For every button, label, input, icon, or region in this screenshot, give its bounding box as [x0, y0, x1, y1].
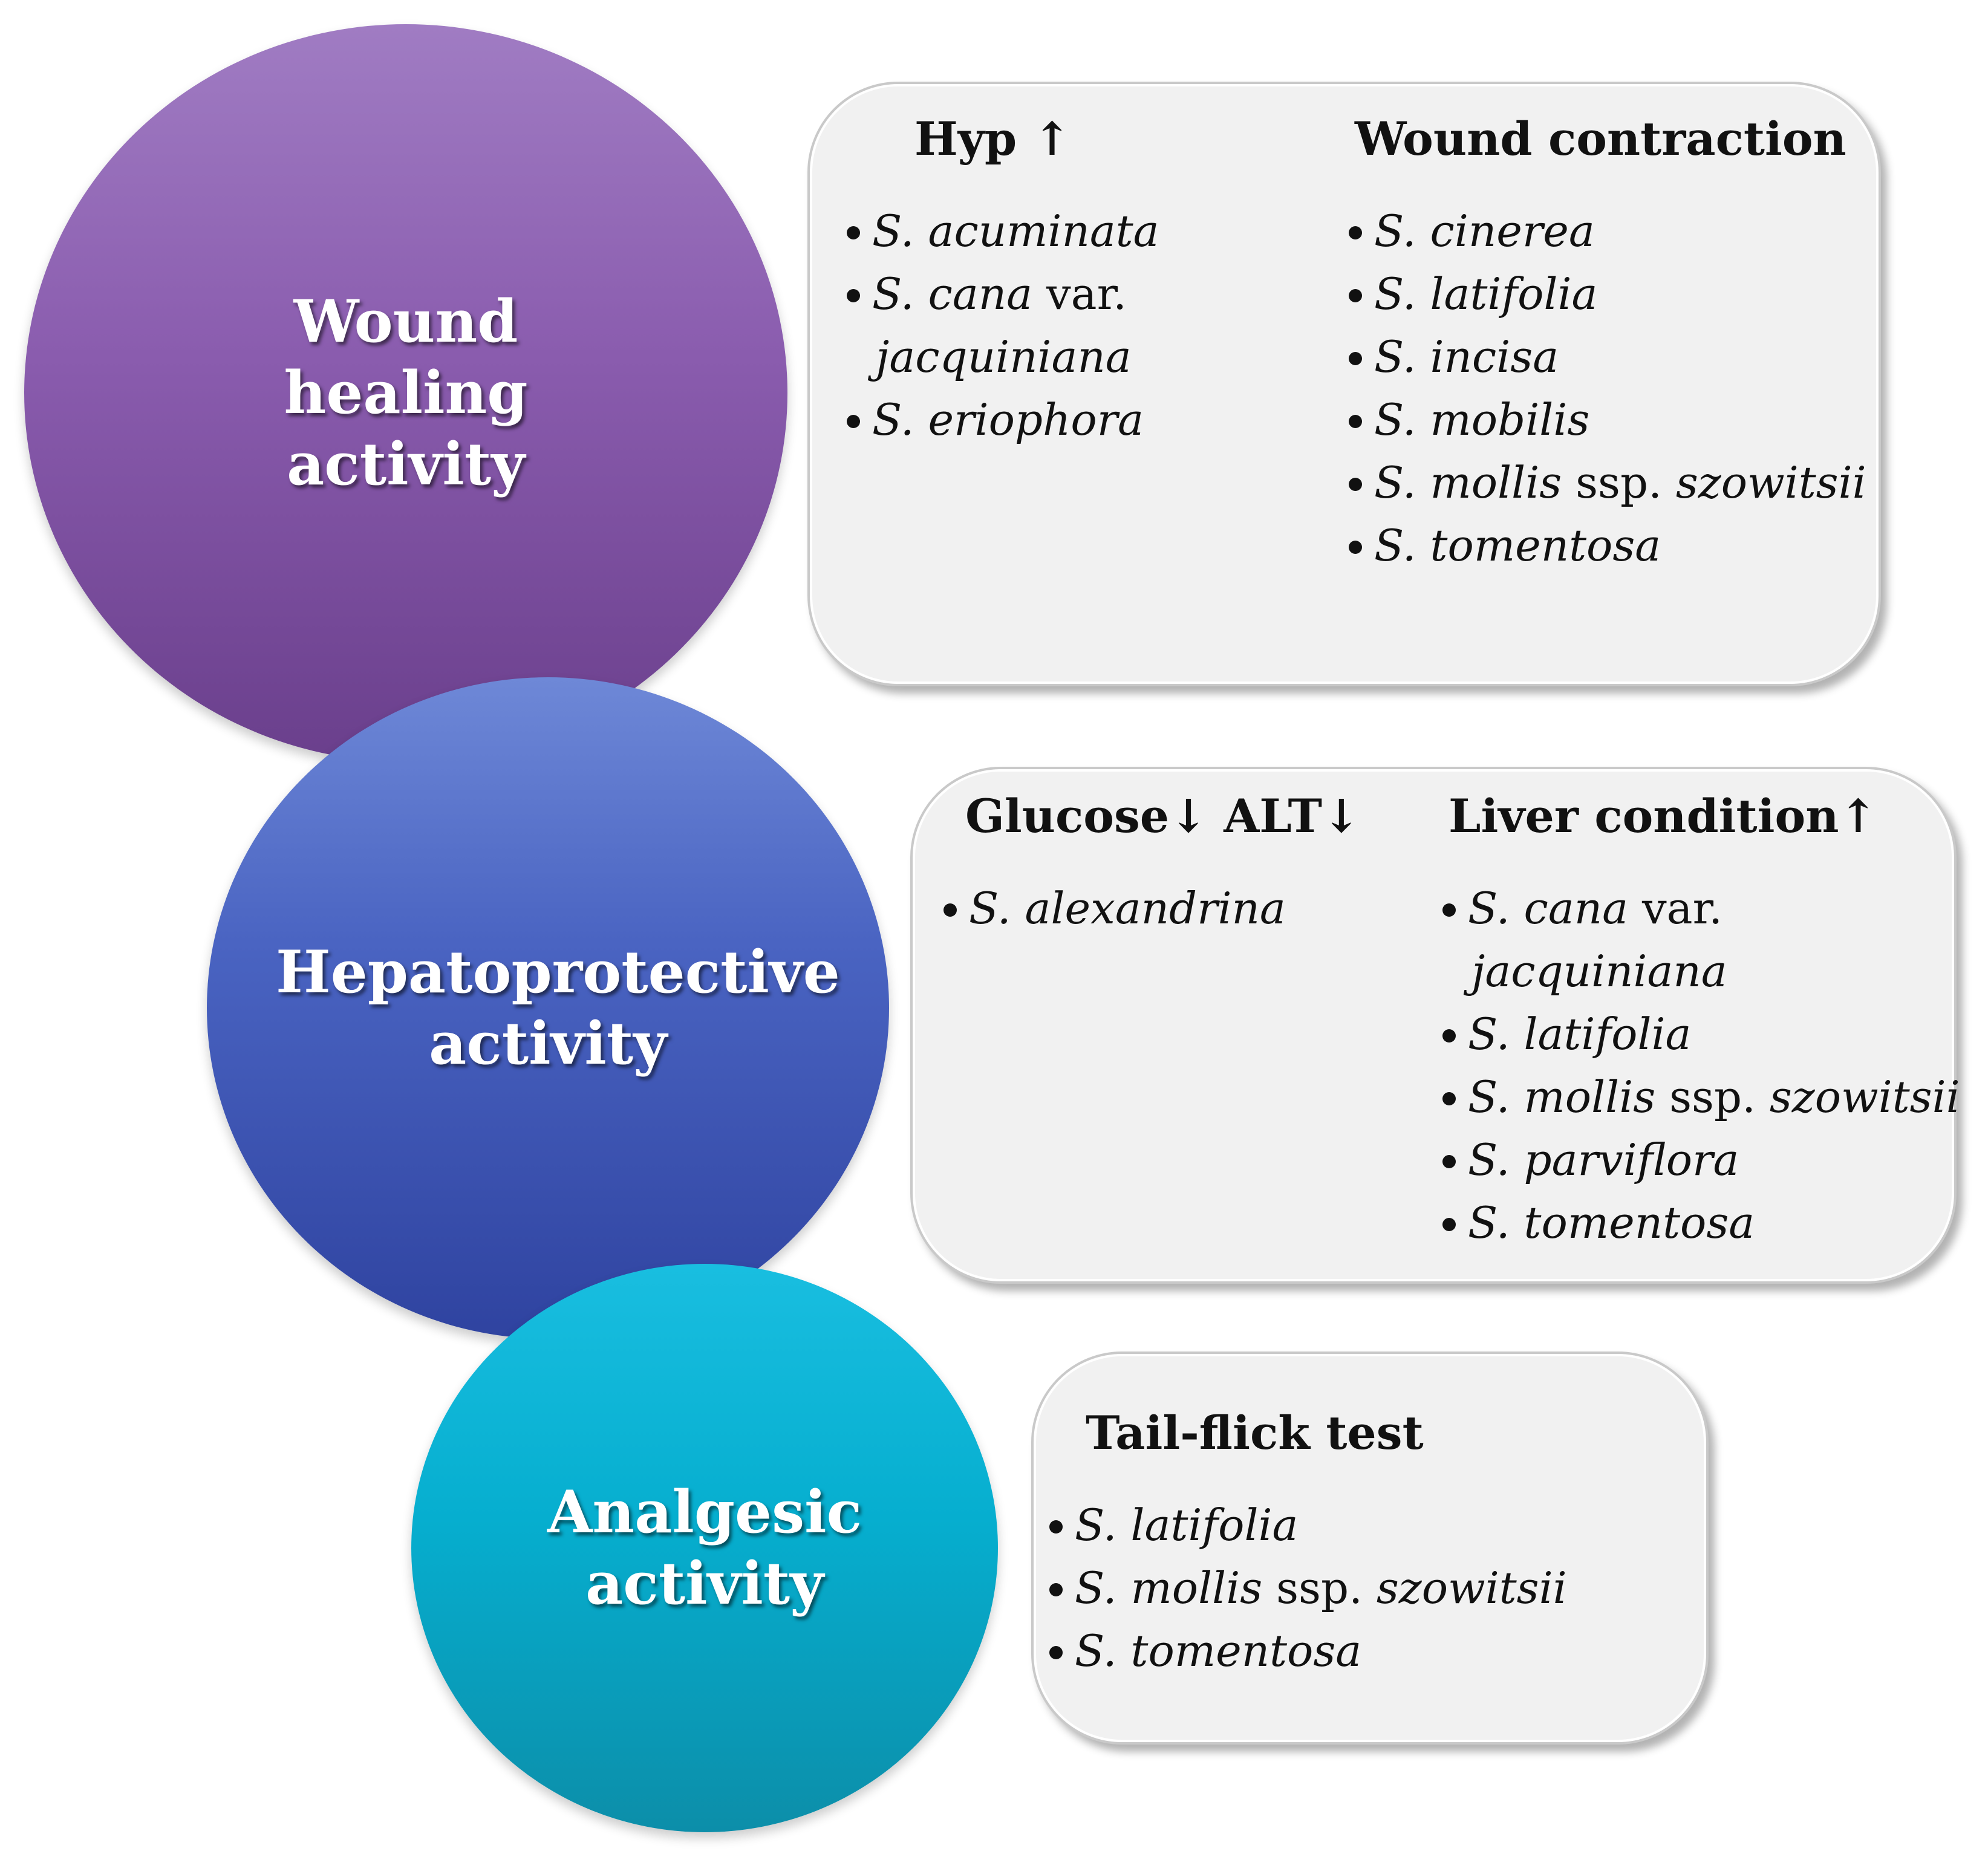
species-list: S. acuminata S. cana var.jacquiniana S. …: [847, 200, 1159, 451]
species-list: S. latifolia S. mollis ssp. szowitsii S.…: [1049, 1494, 1567, 1682]
list-item: S. cana var.jacquiniana: [1442, 877, 1960, 1003]
list-item: S. parviflora: [1442, 1128, 1960, 1191]
analgesic-circle: Analgesic activity: [411, 1264, 998, 1832]
wound-healing-box: [807, 82, 1881, 686]
analgesic-title: Analgesic activity: [547, 1478, 862, 1618]
species-list: S. alexandrina: [943, 877, 1361, 940]
list-item: S. latifolia: [1049, 1494, 1567, 1556]
column-heading: Wound contraction: [1355, 112, 1846, 166]
hepatoprotective-circle: Hepatoprotective activity: [207, 677, 889, 1339]
wound-col-hyp: Hyp ↑ S. acuminata S. cana var.jacquinia…: [847, 109, 1159, 451]
list-item: S. cana var.jacquiniana: [847, 262, 1159, 388]
list-item: S. alexandrina: [943, 877, 1361, 940]
list-item: S. mobilis: [1349, 388, 1866, 451]
list-item: S. latifolia: [1442, 1003, 1960, 1065]
wound-col-contraction: Wound contraction S. cinerea S. latifoli…: [1349, 109, 1866, 577]
list-item: S. acuminata: [847, 200, 1159, 262]
column-heading: Glucose↓ ALT↓: [965, 789, 1361, 843]
list-item: S. tomentosa: [1442, 1191, 1960, 1254]
column-heading: Tail-flick test: [1086, 1406, 1424, 1460]
hepatoprotective-title: Hepatoprotective activity: [276, 938, 840, 1078]
list-item: S. mollis ssp. szowitsii: [1442, 1065, 1960, 1128]
list-item: S. tomentosa: [1049, 1619, 1567, 1682]
wound-healing-title: Wound healing activity: [284, 287, 528, 498]
list-item: S. cinerea: [1349, 200, 1866, 262]
species-list: S. cana var.jacquiniana S. latifolia S. …: [1442, 877, 1960, 1254]
hep-col-liver: Liver condition↑ S. cana var.jacquiniana…: [1442, 786, 1960, 1254]
list-item: S. incisa: [1349, 325, 1866, 388]
list-item: S. eriophora: [847, 388, 1159, 451]
wound-healing-circle: Wound healing activity: [24, 24, 787, 762]
hep-col-glucose: Glucose↓ ALT↓ S. alexandrina: [943, 786, 1361, 940]
column-heading: Hyp ↑: [914, 112, 1072, 166]
list-item: S. tomentosa: [1349, 514, 1866, 577]
analgesic-box: [1031, 1351, 1709, 1745]
column-heading: Liver condition↑: [1449, 789, 1878, 843]
list-item: S. latifolia: [1349, 262, 1866, 325]
hepatoprotective-box: [910, 767, 1957, 1284]
list-item: S. mollis ssp. szowitsii: [1349, 451, 1866, 514]
list-item: S. mollis ssp. szowitsii: [1049, 1556, 1567, 1619]
species-list: S. cinerea S. latifolia S. incisa S. mob…: [1349, 200, 1866, 577]
anal-col-tailflick: Tail-flick test S. latifolia S. mollis s…: [1049, 1403, 1567, 1682]
